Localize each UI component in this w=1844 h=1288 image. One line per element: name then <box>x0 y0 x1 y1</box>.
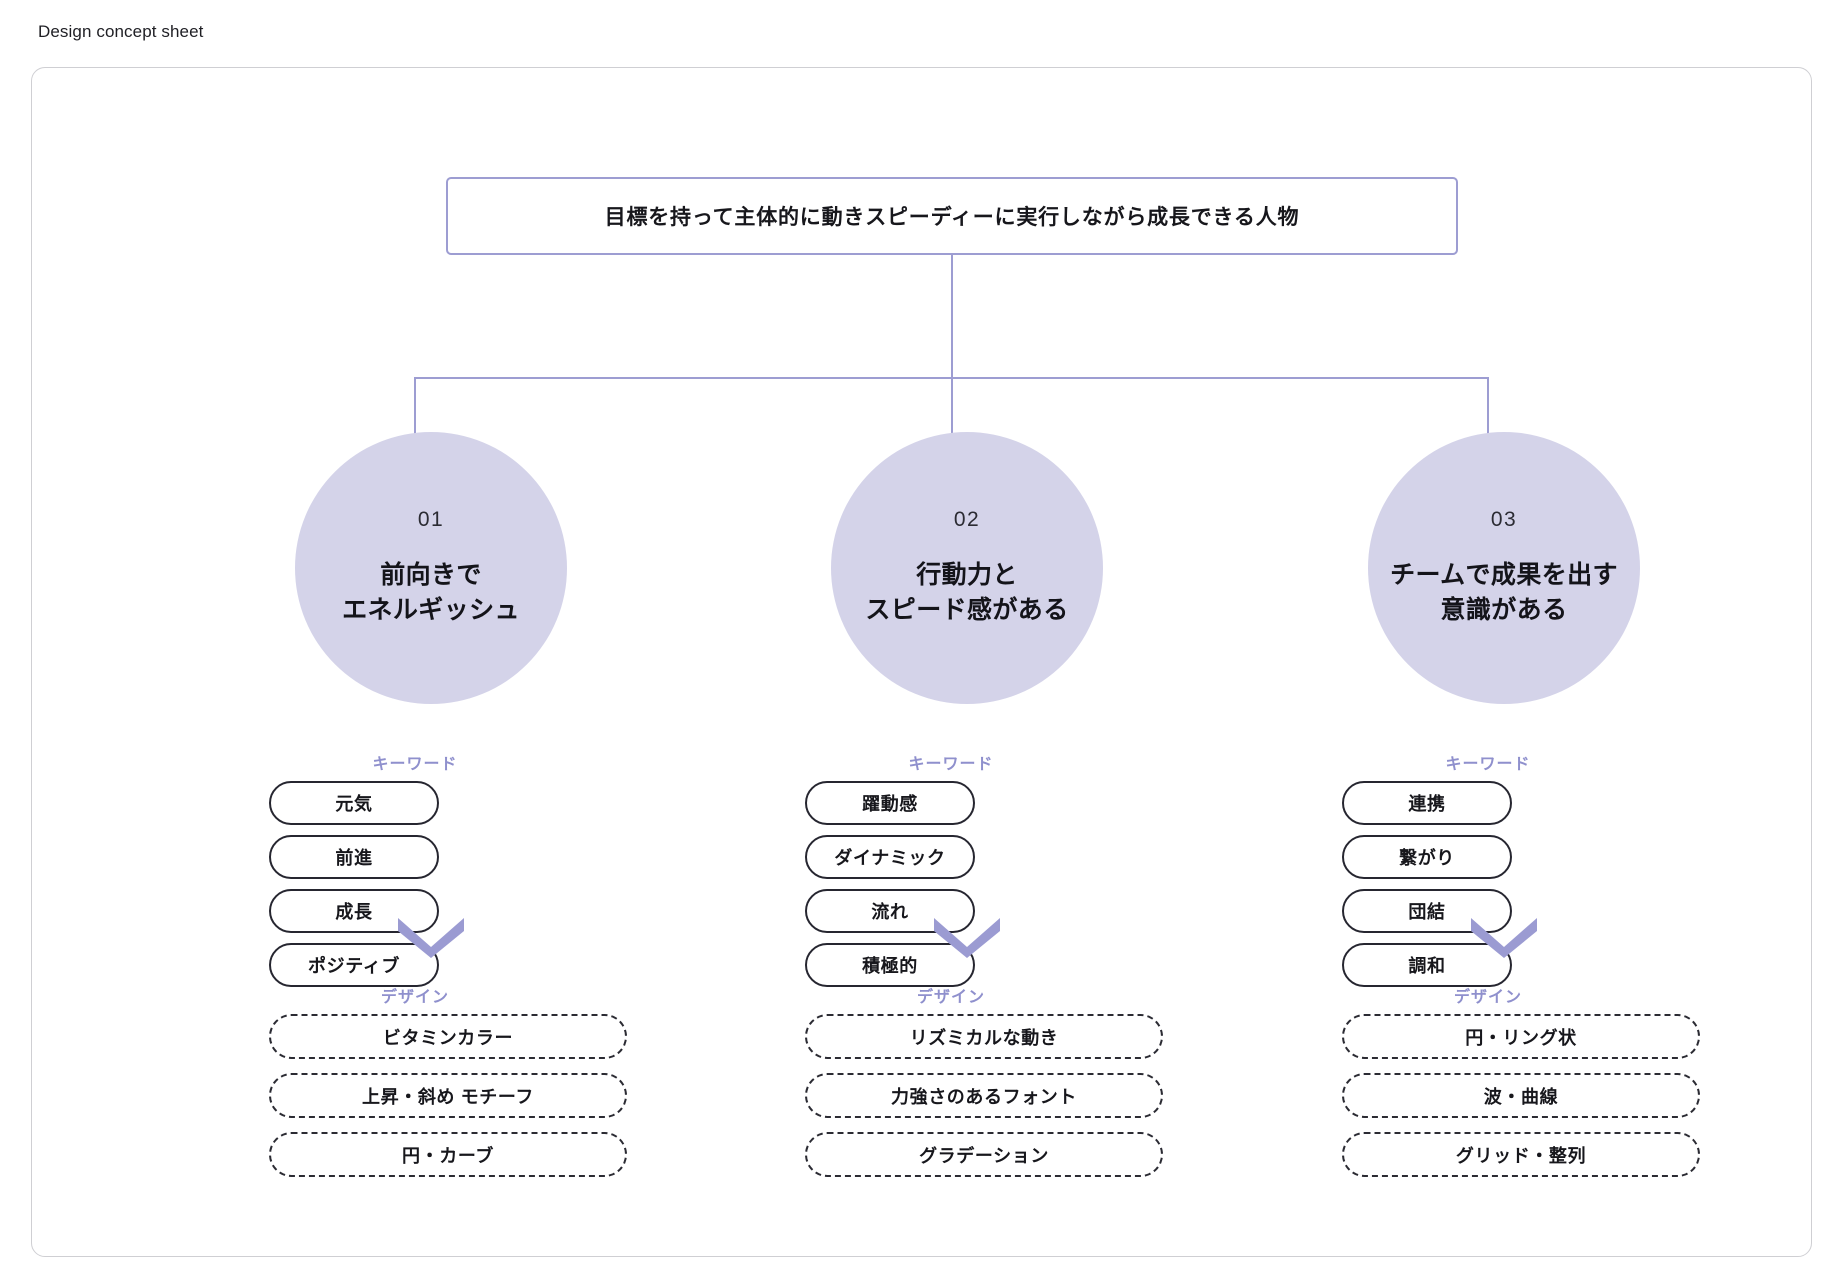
chevron-down-icon <box>1469 916 1539 958</box>
keyword-pill: 団結 <box>1342 889 1512 933</box>
keyword-list-01: 元気 前進 成長 ポジティブ <box>269 781 624 987</box>
design-pill: グリッド・整列 <box>1342 1132 1700 1177</box>
keyword-pill: 連携 <box>1342 781 1512 825</box>
concept-circle-01: 01 前向きで エネルギッシュ <box>295 432 567 704</box>
concept-number-03: 03 <box>1490 507 1518 531</box>
design-pill: 力強さのあるフォント <box>805 1073 1163 1118</box>
keyword-pill: ポジティブ <box>269 943 439 987</box>
connector-branch-01 <box>414 377 416 447</box>
design-list-03: 円・リング状 波・曲線 グリッド・整列 <box>1342 1014 1700 1177</box>
keyword-pill: 調和 <box>1342 943 1512 987</box>
concept-title-03: チームで成果を出す 意識がある <box>1390 560 1618 625</box>
concept-number-02: 02 <box>953 507 981 531</box>
design-list-01: ビタミンカラー 上昇・斜め モチーフ 円・カーブ <box>269 1014 627 1177</box>
root-statement-text: 目標を持って主体的に動きスピーディーに実行しながら成長できる人物 <box>604 206 1300 229</box>
concept-diagram: 目標を持って主体的に動きスピーディーに実行しながら成長できる人物 01 前向きで… <box>32 68 1813 1258</box>
design-pill: 円・リング状 <box>1342 1014 1700 1059</box>
chevron-down-icon <box>396 916 466 958</box>
keyword-label-02: キーワード <box>908 756 994 773</box>
design-pill: グラデーション <box>805 1132 1163 1177</box>
design-label-03: デザイン <box>1453 989 1522 1006</box>
keyword-list-03: 連携 繋がり 団結 調和 <box>1342 781 1697 987</box>
concept-columns: 01 前向きで エネルギッシュ キーワード 元気 前進 成長 ポジティブ デザイ… <box>32 68 1813 1258</box>
chevron-down-icon <box>932 916 1002 958</box>
concept-number-01: 01 <box>417 507 445 531</box>
design-pill: ビタミンカラー <box>269 1014 627 1059</box>
connector-branch-03 <box>1487 377 1489 447</box>
design-pill: 円・カーブ <box>269 1132 627 1177</box>
design-pill: 波・曲線 <box>1342 1073 1700 1118</box>
keyword-list-02: 躍動感 ダイナミック 流れ 積極的 <box>805 781 1160 987</box>
keyword-pill: 流れ <box>805 889 975 933</box>
keyword-pill: 元気 <box>269 781 439 825</box>
keyword-pill: 成長 <box>269 889 439 933</box>
concept-title-02: 行動力と スピード感がある <box>865 560 1069 625</box>
concept-title-01: 前向きで エネルギッシュ <box>342 560 520 625</box>
keyword-pill: 積極的 <box>805 943 975 987</box>
page-title: Design concept sheet <box>38 22 204 41</box>
keyword-pill: 躍動感 <box>805 781 975 825</box>
keyword-pill: ダイナミック <box>805 835 975 879</box>
design-pill: リズミカルな動き <box>805 1014 1163 1059</box>
concept-circle-02: 02 行動力と スピード感がある <box>831 432 1103 704</box>
design-concept-sheet-card: 目標を持って主体的に動きスピーディーに実行しながら成長できる人物 01 前向きで… <box>31 67 1812 1257</box>
design-pill: 上昇・斜め モチーフ <box>269 1073 627 1118</box>
design-label-02: デザイン <box>916 989 985 1006</box>
connector-branch-02 <box>951 377 953 447</box>
keyword-pill: 繋がり <box>1342 835 1512 879</box>
design-label-01: デザイン <box>380 989 449 1006</box>
concept-circle-03: 03 チームで成果を出す 意識がある <box>1368 432 1640 704</box>
root-statement-box: 目標を持って主体的に動きスピーディーに実行しながら成長できる人物 <box>446 177 1458 255</box>
keyword-label-01: キーワード <box>372 756 458 773</box>
keyword-pill: 前進 <box>269 835 439 879</box>
connector-root-vertical <box>951 255 953 379</box>
keyword-label-03: キーワード <box>1445 756 1531 773</box>
design-list-02: リズミカルな動き 力強さのあるフォント グラデーション <box>805 1014 1163 1177</box>
